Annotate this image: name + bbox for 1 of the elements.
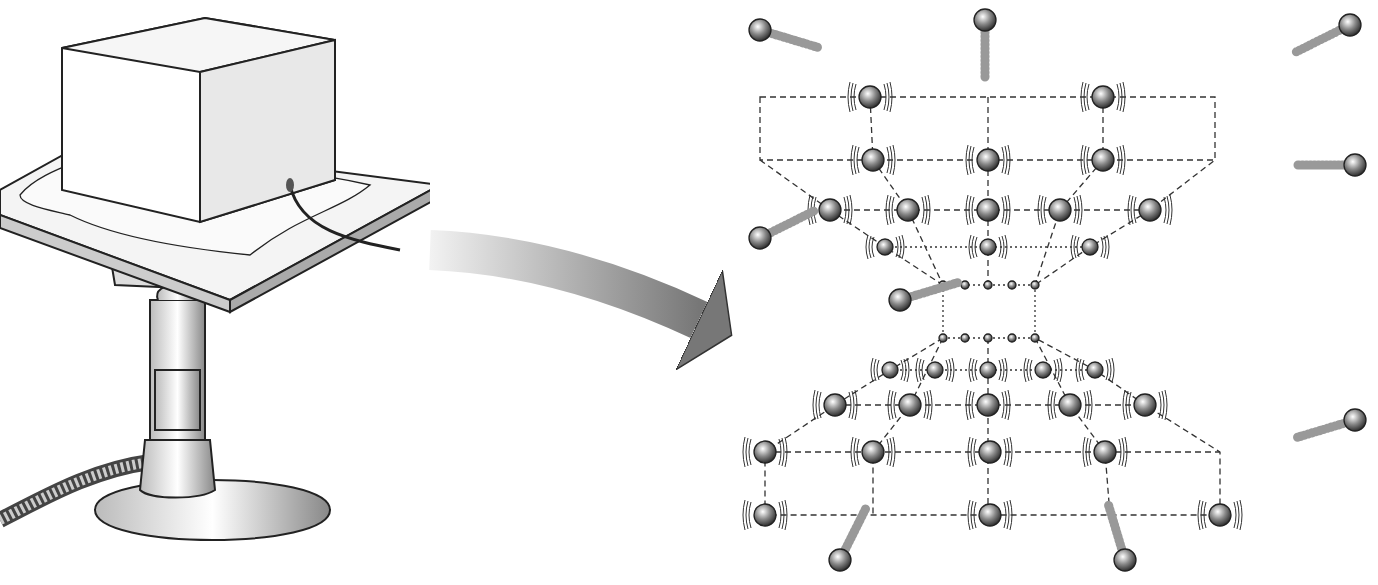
- curved-arrow: [428, 230, 733, 371]
